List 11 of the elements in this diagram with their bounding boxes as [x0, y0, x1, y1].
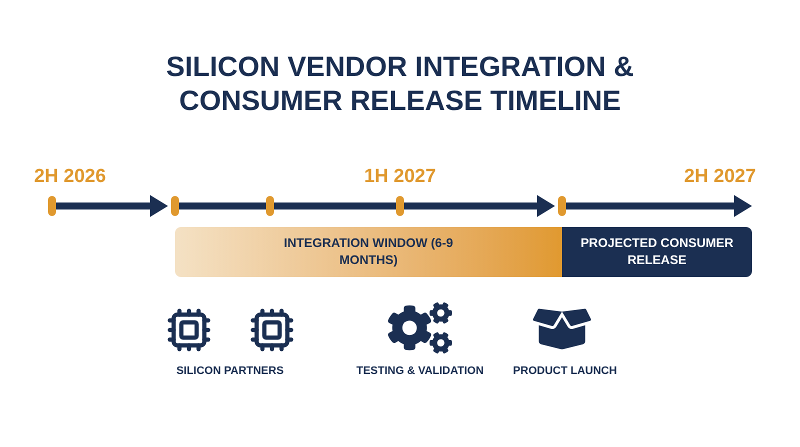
icon-caption: SILICON PARTNERS — [175, 364, 285, 379]
period-label: 2H 2026 — [33, 165, 107, 189]
timeline-band — [175, 227, 562, 277]
icon-caption: PRODUCT LAUNCH — [512, 364, 618, 379]
period-label: 1H 2027 — [363, 165, 437, 189]
timeline-band — [562, 227, 752, 277]
band-label: PROJECTED CONSUMER RELEASE — [580, 235, 734, 269]
title: SILICON VENDOR INTEGRATION & CONSUMER RELEASE TIMELINE — [165, 50, 635, 118]
icon-caption: TESTING & VALIDATION — [355, 364, 485, 379]
period-label: 2H 2027 — [683, 165, 757, 189]
band-label: INTEGRATION WINDOW (6-9 MONTHS) — [284, 235, 454, 269]
